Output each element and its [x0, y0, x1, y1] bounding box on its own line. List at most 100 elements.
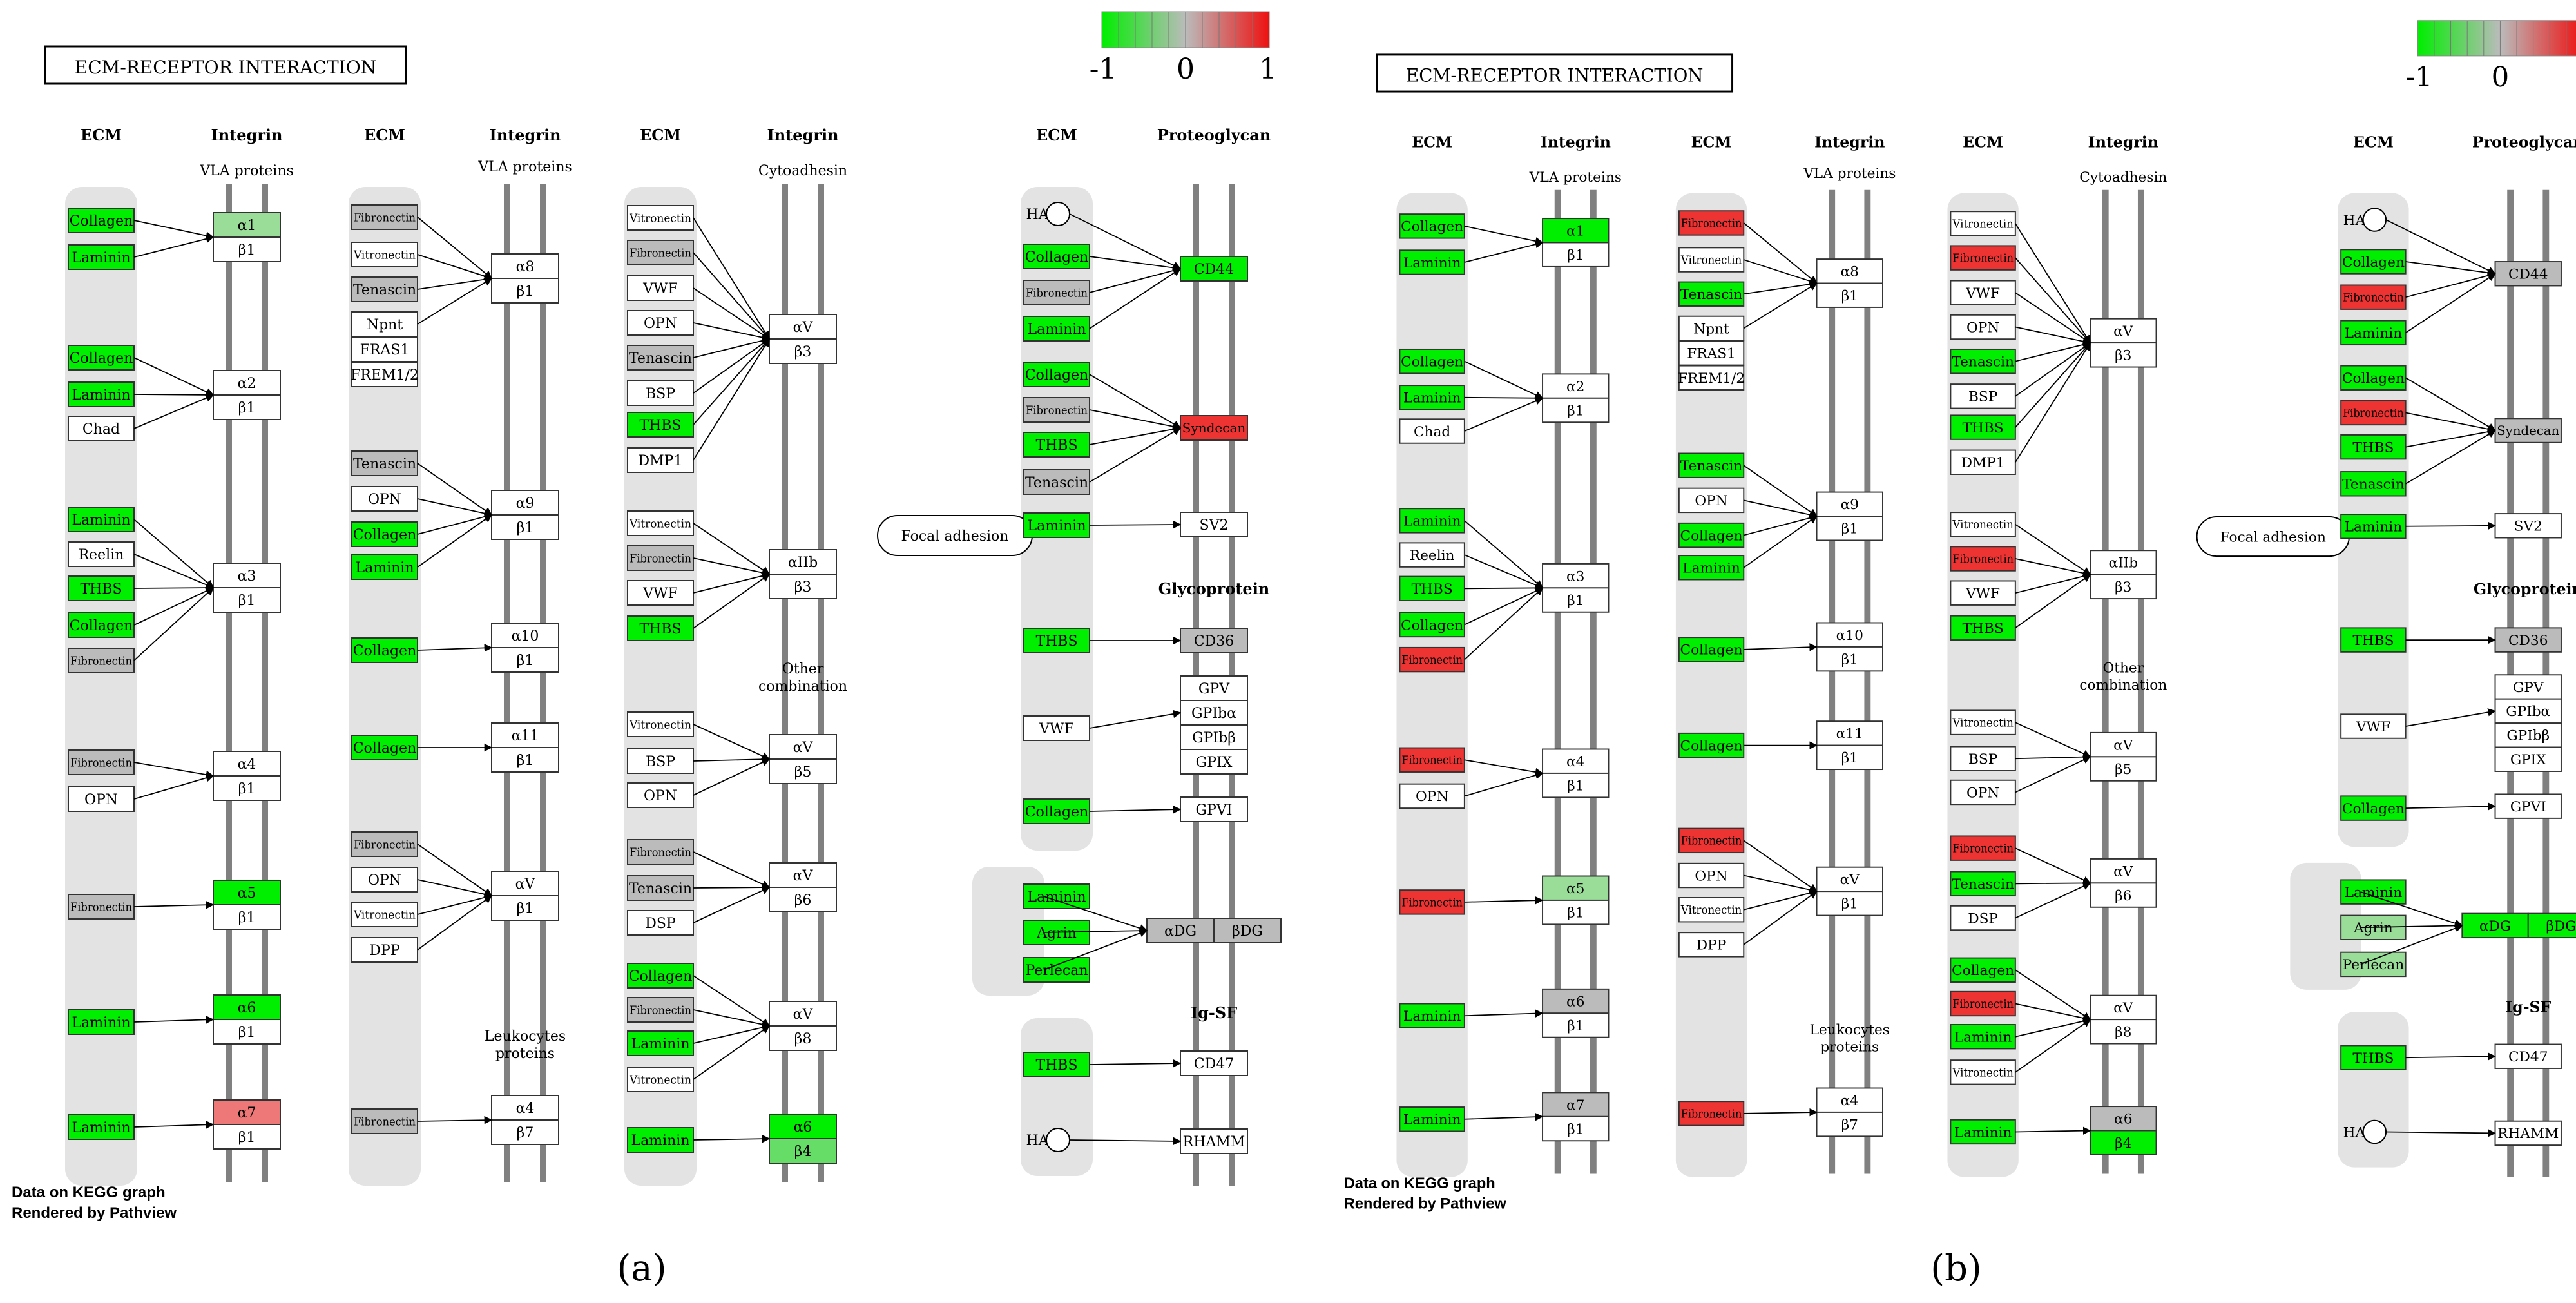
ligand-laminin-label: Laminin [1682, 561, 1740, 577]
legend-mid: 0 [2492, 61, 2510, 93]
ligand-thbs: THBS [627, 615, 694, 641]
ligand-opn-label: OPN [1966, 785, 1999, 801]
binding-arrow [1743, 840, 1818, 892]
ligand-dmp1: DMP1 [1950, 449, 2016, 475]
integrin-1-subunit-label: β1 [517, 520, 534, 536]
integrin-iib-subunit-label: αIIb [788, 555, 818, 571]
integrin-1-subunit-label: β1 [517, 653, 534, 669]
ligand-fibronectin-label: Fibronectin [70, 756, 132, 769]
ligand-vitronectin-box [1678, 897, 1745, 923]
ligand-thbs-label: THBS [1963, 420, 2004, 436]
receptor-cd36-box [1180, 628, 1248, 653]
ecm-lane-5 [1021, 1018, 1093, 1176]
binding-arrow [1089, 427, 1182, 483]
ligand-opn-label: OPN [1695, 493, 1727, 509]
ligand-opn: OPN [351, 486, 418, 512]
integrin-10-subunit-label: α10 [512, 628, 539, 644]
integrin-1-subunit: β1 [1816, 744, 1883, 771]
ligand-collagen: Collagen [351, 521, 418, 547]
ligand-laminin: Laminin [2340, 879, 2407, 905]
receptor-cd36-label: CD36 [2508, 633, 2548, 649]
header-ecm: ECM [640, 126, 681, 144]
ligand-tenascin: Tenascin [1678, 281, 1745, 307]
header-integrin: Integrin [1814, 133, 1885, 151]
subheader-proteins: proteins [495, 1046, 555, 1062]
binding-arrow [1744, 643, 1818, 652]
ligand-thbs-label: THBS [1035, 438, 1077, 454]
integrin-4-subunit-label: α4 [1841, 1093, 1859, 1109]
integrin-9-subunit: α9 [491, 490, 559, 516]
ligand-chad-label: Chad [1414, 424, 1450, 440]
ligand-collagen-box [1950, 957, 2016, 983]
ligand-tenascin-box [351, 450, 418, 476]
ligand-thbs: THBS [1023, 628, 1090, 653]
integrin-10-subunit-label: α10 [1836, 628, 1863, 644]
ligand-opn-label: OPN [1966, 320, 1999, 336]
ligand-collagen: Collagen [1023, 362, 1090, 387]
ligand-collagen-box [1399, 612, 1465, 638]
header-ecm: ECM [81, 126, 122, 144]
legend-max: 1 [2573, 61, 2576, 93]
receptor-gpix-box [2494, 746, 2562, 772]
ligand-thbs: THBS [2340, 627, 2407, 653]
header-igsf: Ig-SF [2505, 998, 2551, 1016]
integrin-8-subunit: α8 [1816, 258, 1883, 284]
ligand-collagen: Collagen [1399, 612, 1465, 638]
ligand-vitronectin-label: Vitronectin [629, 211, 691, 225]
integrin-6-subunit-box [769, 1114, 837, 1139]
caption-a: (a) [617, 1248, 666, 1289]
ligand-dpp: DPP [1678, 932, 1745, 958]
integrin-1-subunit: β1 [491, 514, 559, 540]
receptor-rhamm: RHAMM [1180, 1128, 1248, 1154]
ligand-opn-label: OPN [1695, 868, 1727, 884]
caption-b: (b) [1930, 1248, 1982, 1289]
ligand-collagen: Collagen [68, 612, 135, 638]
ligand-bsp: BSP [627, 748, 694, 774]
ligand-dmp1-box [627, 447, 694, 473]
ligand-vitronectin: Vitronectin [627, 205, 694, 231]
integrin-1-subunit-label: β1 [1567, 247, 1584, 264]
ligand-laminin: Laminin [68, 1009, 135, 1035]
integrin-v-subunit: αV [1816, 866, 1883, 893]
binding-arrow [417, 1115, 493, 1124]
ligand-collagen-box [1399, 348, 1465, 374]
subheader-cytoadhesin: Cytoadhesin [758, 163, 847, 179]
ligand-laminin: Laminin [1023, 512, 1090, 538]
ligand-vitronectin: Vitronectin [627, 510, 694, 536]
ligand-collagen: Collagen [68, 345, 135, 371]
ligand-vwf-label: VWF [642, 586, 678, 602]
ecm-lane-0 [65, 187, 137, 1186]
ligand-fibronectin-box [1950, 835, 2016, 861]
ligand-vwf-label: VWF [2356, 719, 2390, 735]
integrin-8-subunit-label: α8 [516, 259, 535, 275]
binding-arrow [133, 519, 214, 588]
binding-arrow [693, 1134, 771, 1143]
integrin-5-subunit-label: β5 [794, 764, 812, 780]
ligand-vwf: VWF [627, 580, 694, 606]
ligand-bsp-box [1950, 383, 2016, 409]
integrin-7-subunit-box [491, 1119, 559, 1145]
ligand-vitronectin-box [1678, 247, 1745, 273]
ligand-collagen: Collagen [1678, 732, 1745, 758]
integrin-6-subunit: α6 [769, 1114, 837, 1139]
ligand-vwf-box [2340, 713, 2407, 739]
ligand-vwf-label: VWF [1965, 285, 2000, 302]
integrin-1-subunit: β1 [1816, 282, 1883, 308]
receptor-alpha-dg: αDG [2461, 912, 2529, 939]
ligand-collagen-label: Collagen [353, 740, 417, 757]
binding-arrow [693, 1025, 771, 1080]
ligand-thbs-box [1399, 575, 1465, 602]
binding-arrow [1464, 587, 1544, 626]
ligand-thbs-label: THBS [1035, 1057, 1077, 1074]
ligand-dsp-label: DSP [645, 916, 676, 932]
integrin-3-subunit: β3 [2090, 342, 2157, 368]
integrin-1-subunit-box [1542, 899, 1610, 925]
integrin-1-subunit-box [213, 236, 281, 262]
ligand-bsp-box [1950, 746, 2016, 771]
binding-arrow [1464, 360, 1544, 399]
ligand-collagen-box [68, 345, 135, 371]
ligand-ha-circle [1046, 202, 1070, 226]
integrin-7-subunit: β7 [491, 1119, 559, 1145]
integrin-1-subunit-label: β1 [517, 284, 534, 300]
integrin-v-subunit-box [1816, 866, 1883, 893]
